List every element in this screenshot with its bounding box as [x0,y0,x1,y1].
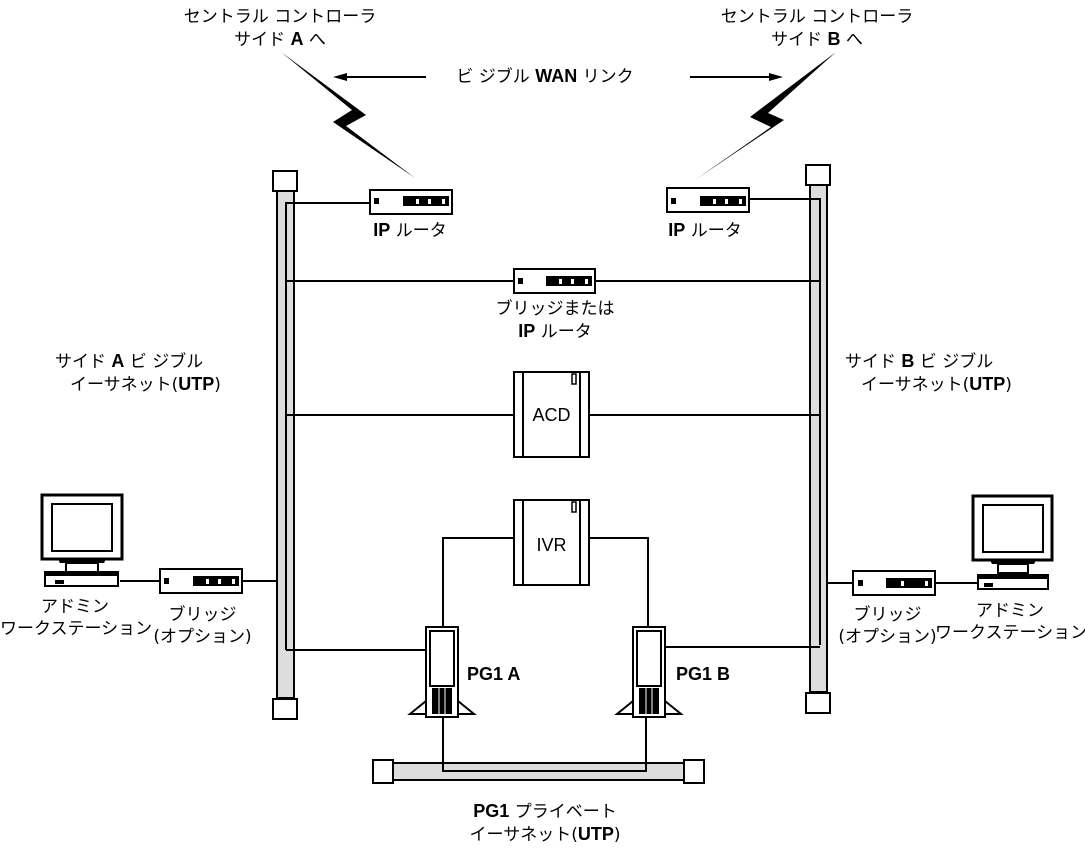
bridge-or-router-label: ブリッジまたは IP ルータ [495,299,615,342]
admin-workstation-b [971,494,1054,590]
ivr-server [513,499,590,586]
acd-server [513,371,590,458]
bridge-b [852,570,936,596]
admin-workstation-a [40,493,124,587]
pg1-private-ethernet-label: PG1 プライベート イーサネット(UTP) [469,801,621,845]
ip-router-b [666,187,750,213]
wan-arrow-right [690,73,783,81]
wan-link-label: ビ ジブル WAN リンク [456,66,634,87]
admin-workstation-b-label: アドミン ワークステーション [935,601,1085,643]
central-controller-b-label: セントラル コントローラ サイド B へ [707,6,927,51]
side-a-ethernet-bus [272,170,370,720]
side-b-ethernet-label: サイド B ビ ジブル イーサネット(UTP) [845,351,1012,395]
pg1-private-ethernet-bus [372,717,705,784]
pg1b-server [614,626,684,718]
bridge-a-label: ブリッジ (オプション) [153,605,252,647]
bridge-b-label: ブリッジ (オプション) [838,605,937,647]
ip-router-b-label: IP ルータ [668,220,742,241]
pg1b-label: PG1 B [676,664,731,684]
central-controller-a-line2: サイド A へ [234,29,326,50]
ivr-label: IVR [536,535,567,555]
admin-workstation-a-label: アドミン ワークステーション [0,597,153,639]
bridge-a [159,568,243,594]
acd-label: ACD [532,405,571,425]
central-controller-b-line2: サイド B へ [771,29,863,50]
side-a-ethernet-label: サイド A ビ ジブル イーサネット(UTP) [55,351,221,395]
ip-router-a-label: IP ルータ [373,220,447,241]
side-b-ethernet-bus [749,164,831,714]
pg1a-label: PG1 A [467,664,521,684]
central-controller-a-label: セントラル コントローラ サイド A へ [170,6,390,51]
wan-link-b-bolt [695,52,836,180]
wan-link-a-bolt [281,52,415,178]
ip-router-a [369,189,453,215]
central-controller-b-line1: セントラル コントローラ [720,7,914,27]
bridge-or-router [513,268,596,294]
pg1a-server [407,626,477,718]
wan-arrow-left [333,73,426,81]
central-controller-a-line1: セントラル コントローラ [183,7,377,27]
